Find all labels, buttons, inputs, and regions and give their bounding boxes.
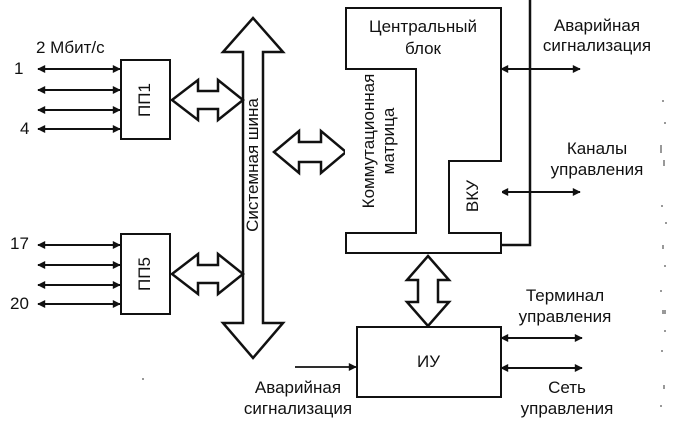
switch-matrix-label-line1: Коммутационная [359,73,378,209]
network-label-line1: Сеть [548,378,586,397]
control-channels-label-line1: Каналы [566,139,628,158]
central-alarm-label-line1: Аварийная [553,16,641,35]
pp5-port-lines [37,241,121,308]
central-block-bypass-line [501,0,532,247]
control-unit-box: ИУ [356,326,502,398]
terminal-label-line1: Терминал [525,286,605,305]
iu-alarm-label-line1: Аварийная [254,378,342,397]
system-bus-label: Системная шина [243,98,262,232]
pp5-bus-link-arrow [169,251,246,297]
pp1-last-port-label: 4 [20,119,30,138]
control-channels-label-line2: управления [550,160,644,179]
pp1-label: ПП1 [135,83,154,117]
pp5-first-port-label: 17 [10,234,29,253]
switch-matrix-label-line2: матрица [379,107,398,175]
pp5-box: ПП5 [120,233,171,315]
central-alarm-label-line2: сигнализация [542,36,652,55]
pp1-box: ПП1 [120,59,171,140]
pp1-port-lines [37,65,121,133]
central-block-title-line1: Центральный [369,17,477,36]
pp1-bus-link-arrow [169,77,246,123]
iu-alarm-label-line2: сигнализация [243,399,353,418]
pp5-label: ПП5 [135,257,154,291]
pp1-first-port-label: 1 [14,59,24,78]
system-bus-arrow [220,16,286,360]
network-label-line2: управления [520,399,614,418]
central-iu-link-arrow [404,254,452,328]
central-block-title-line2: блок [405,39,441,58]
bus-matrix-link-arrow [272,128,348,176]
terminal-label-line2: управления [518,307,612,326]
vku-box: ВКУ [448,160,502,234]
switch-matrix-box: Коммутационная матрица [345,68,417,234]
vku-label: ВКУ [463,179,482,213]
pp1-rate-label: 2 Мбит/с [36,38,105,57]
pp5-last-port-label: 20 [10,294,29,313]
control-unit-label: ИУ [416,352,441,371]
